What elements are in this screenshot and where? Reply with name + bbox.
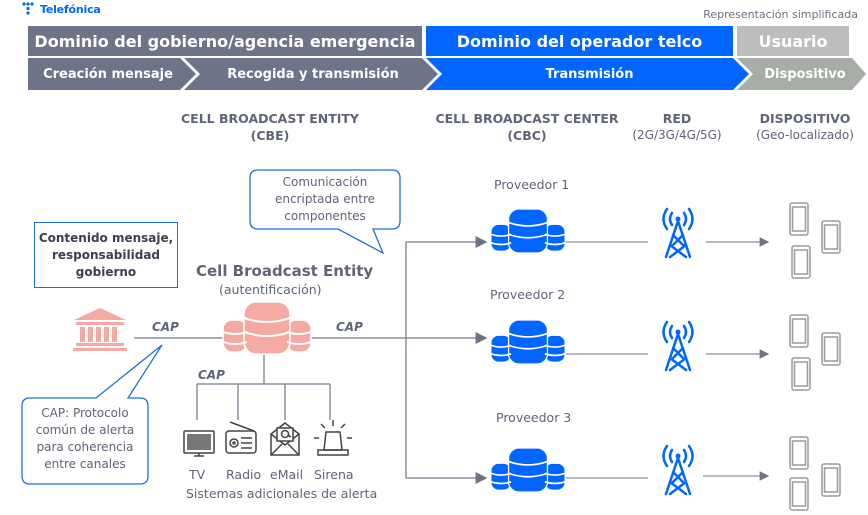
stage-creation: Creación mensaje xyxy=(43,66,173,82)
column-device: DISPOSITIVO (Geo-localizado) xyxy=(745,110,865,144)
phone-icon xyxy=(791,245,811,279)
government-building-icon xyxy=(73,308,127,351)
tower-3-icon xyxy=(662,444,694,496)
provider-3-server-icon xyxy=(490,447,566,493)
tv-icon xyxy=(183,430,215,457)
bubble-encrypt-line-1: Comunicación xyxy=(282,175,368,189)
stage-chevron-device xyxy=(737,58,866,90)
devices-group-3 xyxy=(789,436,841,511)
provider-1-label: Proveedor 1 xyxy=(494,177,570,192)
brand-name: Telefónica xyxy=(40,2,101,16)
government-content-box: Contenido mensaje, responsabilidad gobie… xyxy=(34,222,178,288)
column-cbe-sub: (CBE) xyxy=(250,128,290,143)
stage-transmission: Transmisión xyxy=(545,66,634,82)
alert-label-tv: TV xyxy=(189,467,206,482)
bubble-encrypt: Comunicación encriptada entre componente… xyxy=(252,174,398,225)
column-device-sub: (Geo-localizado) xyxy=(756,128,854,142)
gov-box-line-3: gobierno xyxy=(75,264,137,279)
stage-chevron-creation xyxy=(28,58,196,90)
tower-1-icon xyxy=(662,207,694,259)
radio-icon xyxy=(225,421,257,454)
cbe-server-icon xyxy=(222,301,312,355)
column-cbe-title: CELL BROADCAST ENTITY xyxy=(181,111,359,126)
phone-icon xyxy=(789,202,809,236)
column-red-title: RED xyxy=(662,111,692,126)
email-icon xyxy=(270,422,300,456)
column-cbc-title: CELL BROADCAST CENTER xyxy=(435,111,619,126)
telefonica-logo: Telefónica xyxy=(22,2,101,16)
tower-2-icon xyxy=(662,320,694,372)
phone-icon xyxy=(821,463,841,497)
phone-icon xyxy=(791,357,811,391)
provider-1-server-icon xyxy=(490,208,566,254)
bubble-cap-line-4: entre canales xyxy=(44,457,126,471)
provider-2-label: Proveedor 2 xyxy=(490,287,566,302)
telefonica-logo-icon xyxy=(22,2,34,15)
phone-icon xyxy=(789,436,809,470)
domain-telco: Dominio del operador telco xyxy=(426,26,733,56)
phone-icon xyxy=(789,314,809,348)
provider-2-server-icon xyxy=(490,319,566,365)
cap-label-gov: CAP xyxy=(152,320,179,334)
stage-chevron-collection xyxy=(184,58,438,90)
alert-label-email: eMail xyxy=(270,467,304,482)
devices-group-2 xyxy=(789,314,841,391)
devices-group-1 xyxy=(789,202,841,279)
phone-icon xyxy=(821,220,841,254)
cbe-node-sub: (autentificación) xyxy=(219,282,322,297)
bubble-cap-line-2: común de alerta xyxy=(35,423,135,437)
domain-government: Dominio del gobierno/agencia emergencia xyxy=(28,26,422,56)
column-red: RED (2G/3G/4G/5G) xyxy=(622,110,732,144)
siren-icon xyxy=(314,420,352,456)
phone-icon xyxy=(821,332,841,366)
alert-label-siren: Sirena xyxy=(314,467,354,482)
column-red-sub: (2G/3G/4G/5G) xyxy=(632,128,722,142)
stage-collection: Recogida y transmisión xyxy=(227,66,399,82)
column-device-title: DISPOSITIVO xyxy=(759,111,851,126)
bubble-cap: CAP: Protocolo común de alerta para cohe… xyxy=(24,405,146,473)
alert-label-radio: Radio xyxy=(226,467,262,482)
bubble-cap-line-3: para coherencia xyxy=(36,440,134,454)
bubble-encrypt-shape xyxy=(249,169,401,255)
stage-chevrons xyxy=(28,58,866,90)
bubble-cap-shape xyxy=(21,344,163,485)
provider-3-label: Proveedor 3 xyxy=(496,410,572,425)
stage-device: Dispositivo xyxy=(764,66,846,82)
column-cbe: CELL BROADCAST ENTITY (CBE) xyxy=(170,110,370,144)
column-cbc: CELL BROADCAST CENTER (CBC) xyxy=(432,110,622,144)
gov-box-line-1: Contenido mensaje, xyxy=(38,230,174,245)
phone-icon xyxy=(789,477,809,511)
bubble-encrypt-line-3: componentes xyxy=(284,209,366,223)
cap-label-cbc: CAP xyxy=(336,320,363,334)
bubble-encrypt-line-2: encriptada entre xyxy=(274,192,376,206)
gov-box-line-2: responsabilidad xyxy=(51,247,161,262)
simplified-note: Representación simplificada xyxy=(703,8,858,21)
cap-label-alerts: CAP xyxy=(198,368,225,382)
column-cbc-sub: (CBC) xyxy=(507,128,547,143)
stage-chevron-transmission xyxy=(426,58,749,90)
domain-user: Usuario xyxy=(737,26,849,56)
alert-systems-caption: Sistemas adicionales de alerta xyxy=(186,486,378,501)
cbe-node-title: Cell Broadcast Entity xyxy=(196,262,374,280)
bubble-cap-line-1: CAP: Protocolo xyxy=(41,406,129,420)
